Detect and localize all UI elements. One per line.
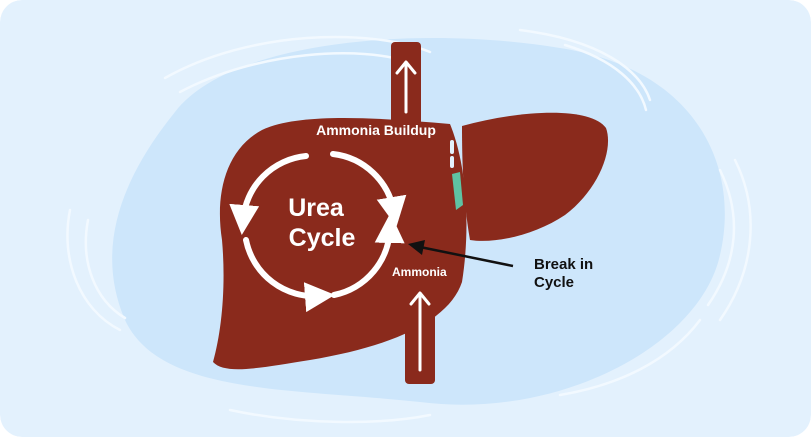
decorative-swirls (66, 28, 752, 424)
urea-cycle-label-line1: Urea (288, 194, 345, 222)
gallbladder-accent (452, 172, 463, 210)
break-in-cycle-label-line1: Break in (534, 256, 593, 273)
urea-cycle-label-line2: Cycle (289, 224, 356, 252)
break-in-cycle-label-line2: Cycle (534, 274, 574, 291)
ammonia-buildup-label: Ammonia Buildup (316, 122, 436, 138)
up-arrow-icon (395, 60, 417, 114)
up-arrow-icon (409, 291, 431, 372)
ammonia-label: Ammonia (392, 265, 447, 279)
liver-main-lobe (213, 118, 467, 370)
pointer-arrow-icon (408, 240, 514, 268)
liver-left-lobe (462, 112, 609, 241)
circular-arrows-icon (229, 151, 407, 313)
